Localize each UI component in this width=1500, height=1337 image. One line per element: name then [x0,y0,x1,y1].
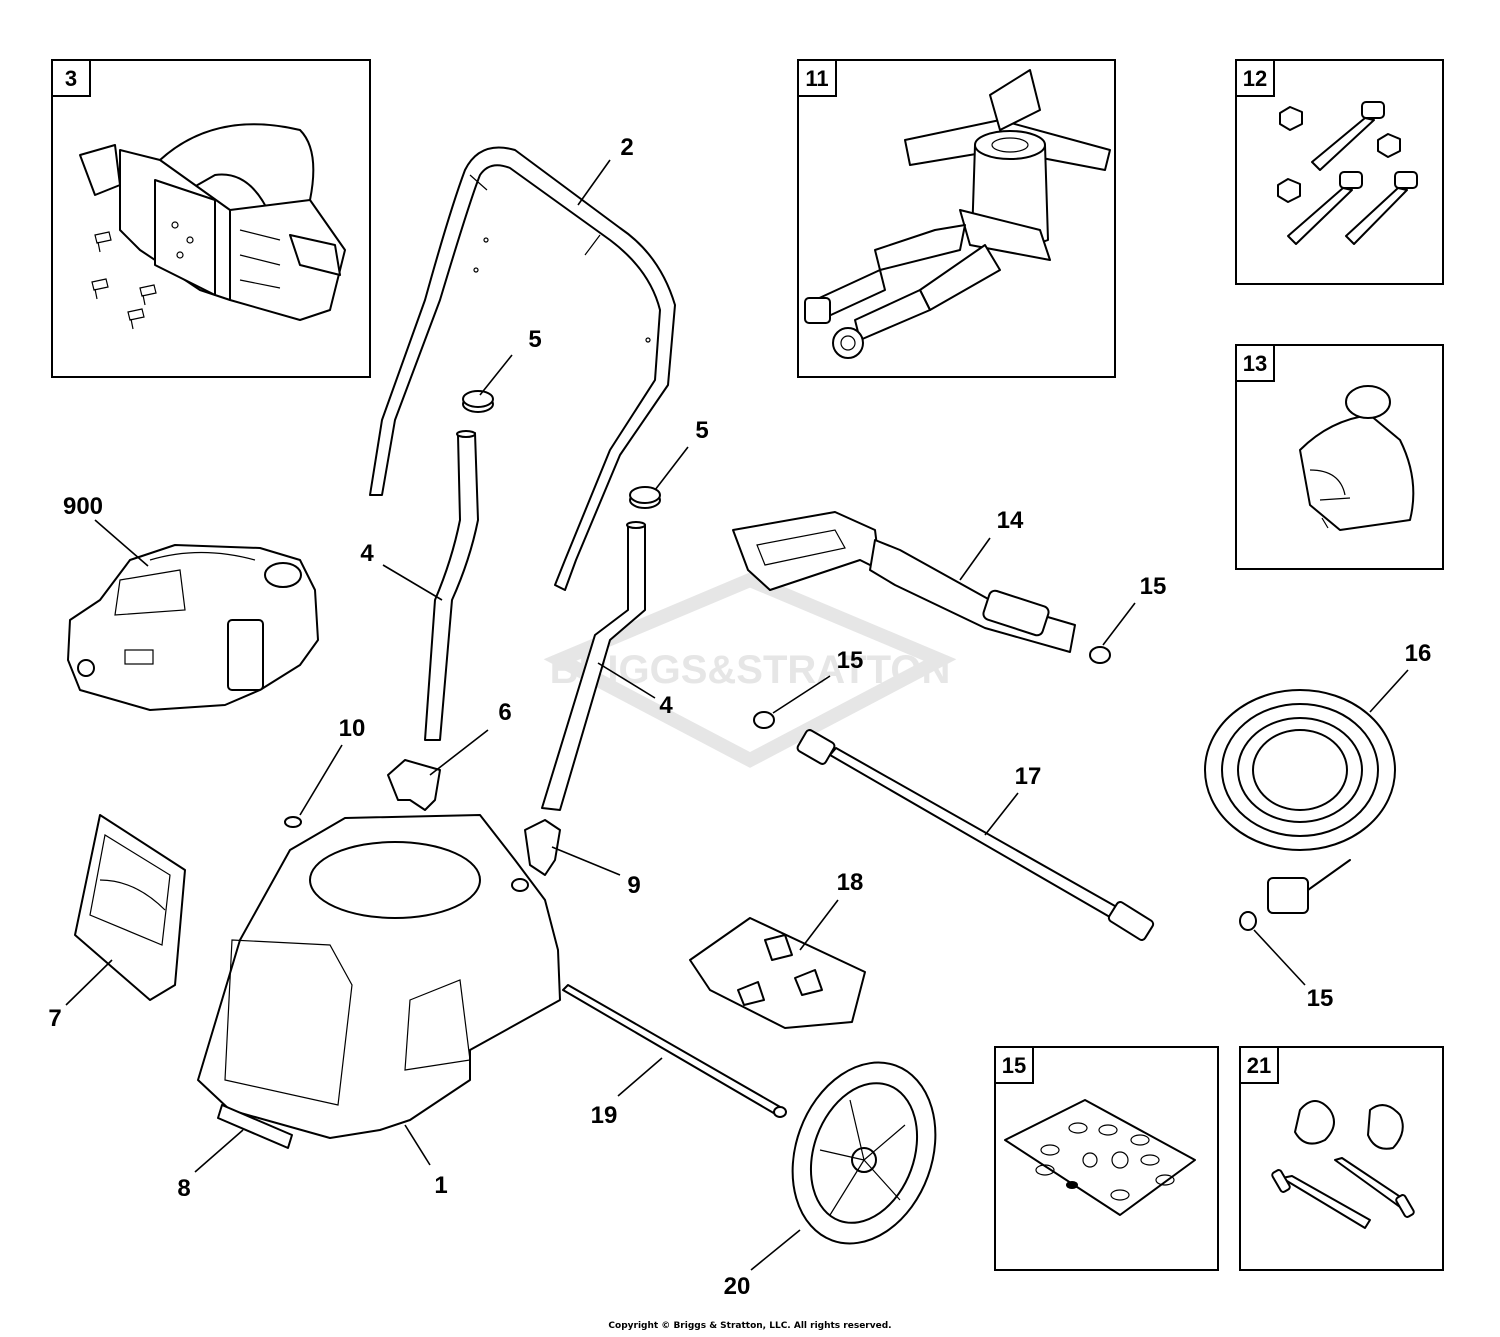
o-ring-part [753,646,1257,931]
lower-tube-right-part [541,521,646,811]
callout-numbers: 1 2 4 4 5 5 6 7 8 9 10 14 15 15 15 16 17… [48,134,1431,1300]
callout-14: 14 [997,507,1024,534]
spray-gun-part [732,511,1076,653]
inset-number-3: 3 [65,66,77,91]
callout-9: 9 [627,872,640,899]
inset-box-12: 12 [1235,59,1444,285]
callout-5-right: 5 [695,417,708,444]
control-panel-part [79,123,346,330]
leader-lines [65,159,1409,1271]
callout-18: 18 [837,869,864,896]
inset-box-21: 21 [1239,1046,1444,1271]
foot-pad-part [217,1104,293,1149]
o-ring-kit-part [1004,1099,1196,1216]
hose-part [1204,689,1396,914]
inset-number-11: 11 [805,66,828,91]
brand-watermark: BRIGGS&STRATTON [543,572,957,768]
front-panel-part [74,814,186,1001]
wheel-part [791,1061,937,1245]
callout-15-hose: 15 [1307,985,1334,1012]
callout-17: 17 [1015,763,1042,790]
callout-5-left: 5 [528,326,541,353]
axle-part [562,984,787,1118]
callout-900: 900 [63,493,103,520]
watermark-text: BRIGGS&STRATTON [550,648,951,692]
callout-10: 10 [339,715,366,742]
callout-20: 20 [724,1273,751,1300]
base-frame-part [197,814,561,1139]
callout-6: 6 [498,699,511,726]
callout-15-gun: 15 [1140,573,1167,600]
inset-box-3: 3 [51,59,371,378]
inset-number-13: 13 [1243,351,1267,376]
engine-part [67,544,319,711]
inset-number-15: 15 [1002,1053,1026,1078]
callout-2: 2 [620,134,633,161]
handle-cap-part [462,390,661,509]
clip-ring-part [284,816,302,828]
callout-4-right: 4 [659,692,673,719]
copyright-notice: Copyright © Briggs & Stratton, LLC. All … [608,1321,891,1331]
bolt-kit-part [1277,101,1418,245]
pump-part [804,69,1111,359]
inset-number-21: 21 [1247,1053,1271,1078]
nozzle-bag-part [689,917,866,1029]
inset-box-11: 11 [797,59,1116,378]
lower-tube-left-part [424,430,479,741]
callout-4-left: 4 [360,540,374,567]
callout-19: 19 [591,1102,618,1129]
inset-number-12: 12 [1243,66,1267,91]
handle-bracket-part [387,759,561,876]
callout-15-wand: 15 [837,647,864,674]
callout-1: 1 [434,1172,447,1199]
inset-box-15: 15 [994,1046,1219,1271]
callout-8: 8 [177,1175,190,1202]
inset-box-13: 13 [1235,344,1444,570]
oil-bottle-part [1299,385,1415,531]
callout-16: 16 [1405,640,1432,667]
wand-part [796,729,1155,941]
handle-part [369,146,676,591]
knob-kit-part [1271,1100,1415,1229]
callout-7: 7 [48,1005,61,1032]
